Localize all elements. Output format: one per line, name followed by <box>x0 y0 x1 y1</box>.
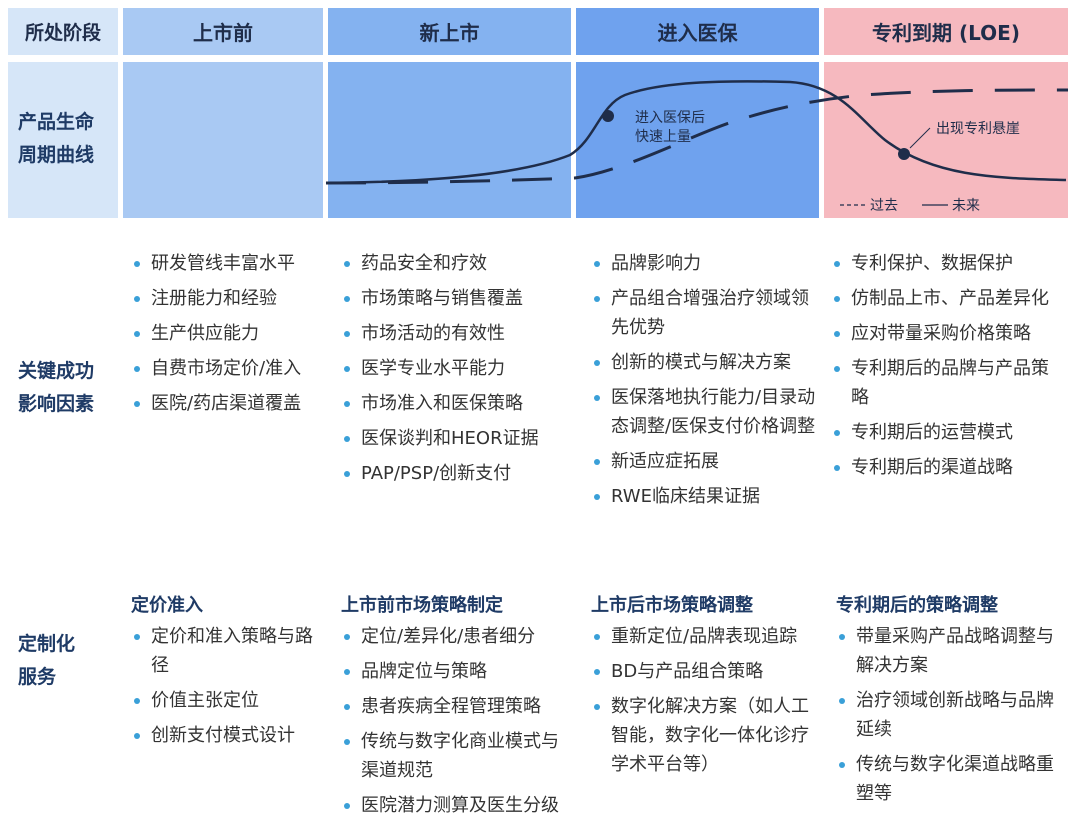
annotation-nrdl-line2: 快速上量 <box>635 129 691 145</box>
lifecycle-row-label: 产品生命 周期曲线 <box>8 106 118 172</box>
list-item: 医保谈判和HEOR证据 <box>341 424 573 453</box>
stage-header-prelaunch: 上市前 <box>123 8 323 55</box>
row-label-line: 服务 <box>18 666 57 688</box>
list-item: 定位/差异化/患者细分 <box>341 622 566 651</box>
future-curve <box>325 80 1067 185</box>
list-item: 医保落地执行能力/目录动态调整/医保支付价格调整 <box>591 383 816 441</box>
list-item: 注册能力和经验 <box>131 284 321 313</box>
list-item: 生产供应能力 <box>131 319 321 348</box>
list-item: 创新支付模式设计 <box>131 721 316 750</box>
list-item: 产品组合增强治疗领域领先优势 <box>591 284 816 342</box>
stage-header-text: 进入医保 <box>657 21 738 45</box>
service-title-loe-strategy: 专利期后的策略调整 <box>836 595 998 616</box>
factors-list-nrdl: 品牌影响力 产品组合增强治疗领域领先优势 创新的模式与解决方案 医保落地执行能力… <box>591 249 816 517</box>
stage-label-cell: 所处阶段 <box>8 8 118 55</box>
list-item: 品牌影响力 <box>591 249 816 278</box>
service-title-postlaunch-strategy: 上市后市场策略调整 <box>591 595 753 616</box>
list-item: 重新定位/品牌表现追踪 <box>591 622 816 651</box>
lifecycle-cell-loe <box>824 62 1068 218</box>
factors-list-newlaunch: 药品安全和疗效 市场策略与销售覆盖 市场活动的有效性 医学专业水平能力 市场准入… <box>341 249 573 494</box>
list-item: 研发管线丰富水平 <box>131 249 321 278</box>
list-item: 专利保护、数据保护 <box>831 249 1066 278</box>
nrdl-point-marker <box>602 110 614 122</box>
list-item: 价值主张定位 <box>131 686 316 715</box>
list-item: 药品安全和疗效 <box>341 249 573 278</box>
annotation-cliff: 出现专利悬崖 <box>936 121 1020 137</box>
services-list-postlaunch: 重新定位/品牌表现追踪 BD与产品组合策略 数字化解决方案（如人工智能，数字化一… <box>591 622 816 785</box>
list-item: 传统与数字化渠道战略重塑等 <box>836 750 1061 808</box>
list-item: BD与产品组合策略 <box>591 657 816 686</box>
stage-header-loe: 专利到期 (LOE) <box>824 8 1068 55</box>
list-item: 专利期后的渠道战略 <box>831 453 1066 482</box>
list-item: 品牌定位与策略 <box>341 657 566 686</box>
services-list-pricing: 定价和准入策略与路径 价值主张定位 创新支付模式设计 <box>131 622 316 756</box>
list-item: PAP/PSP/创新支付 <box>341 459 573 488</box>
list-item: 专利期后的运营模式 <box>831 418 1066 447</box>
service-title-prelaunch-strategy: 上市前市场策略制定 <box>341 595 503 616</box>
row-label-line: 周期曲线 <box>18 144 95 166</box>
lifecycle-cell-nrdl <box>576 62 819 218</box>
row-label-line: 定制化 <box>18 633 76 655</box>
legend-future-text: 未来 <box>952 198 980 214</box>
list-item: 专利期后的品牌与产品策略 <box>831 354 1066 412</box>
list-item: 医学专业水平能力 <box>341 354 573 383</box>
patent-cliff-marker <box>898 148 910 160</box>
factors-row-label: 关键成功 影响因素 <box>8 355 118 421</box>
list-item: 应对带量采购价格策略 <box>831 319 1066 348</box>
stage-header-text: 上市前 <box>193 21 253 45</box>
stage-header-text: 专利到期 (LOE) <box>872 21 1020 45</box>
lifecycle-cell-newlaunch <box>328 62 571 218</box>
annotation-nrdl-line1: 进入医保后 <box>635 110 705 126</box>
list-item: 市场准入和医保策略 <box>341 389 573 418</box>
list-item: 自费市场定价/准入 <box>131 354 321 383</box>
row-label-line: 产品生命 <box>18 111 95 133</box>
lifecycle-label-cell <box>8 62 118 218</box>
row-label-line: 关键成功 <box>18 360 95 382</box>
past-curve <box>325 88 1069 185</box>
factors-list-prelaunch: 研发管线丰富水平 注册能力和经验 生产供应能力 自费市场定价/准入 医院/药店渠… <box>131 249 321 424</box>
services-list-prelaunch: 定位/差异化/患者细分 品牌定位与策略 患者疾病全程管理策略 传统与数字化商业模… <box>341 622 566 826</box>
list-item: 患者疾病全程管理策略 <box>341 692 566 721</box>
legend-past-text: 过去 <box>870 198 898 214</box>
list-item: 医院/药店渠道覆盖 <box>131 389 321 418</box>
list-item: 传统与数字化商业模式与渠道规范 <box>341 727 566 785</box>
list-item: 创新的模式与解决方案 <box>591 348 816 377</box>
list-item: 医院潜力测算及医生分级 <box>341 791 566 820</box>
service-title-pricing: 定价准入 <box>131 595 203 616</box>
list-item: 市场活动的有效性 <box>341 319 573 348</box>
list-item: 治疗领域创新战略与品牌延续 <box>836 686 1061 744</box>
list-item: 带量采购产品战略调整与解决方案 <box>836 622 1061 680</box>
list-item: 定价和准入策略与路径 <box>131 622 316 680</box>
list-item: 新适应症拓展 <box>591 447 816 476</box>
list-item: RWE临床结果证据 <box>591 482 816 511</box>
factors-list-loe: 专利保护、数据保护 仿制品上市、产品差异化 应对带量采购价格策略 专利期后的品牌… <box>831 249 1066 488</box>
stage-header-nrdl: 进入医保 <box>576 8 819 55</box>
stage-header-newlaunch: 新上市 <box>328 8 571 55</box>
services-list-loe: 带量采购产品战略调整与解决方案 治疗领域创新战略与品牌延续 传统与数字化渠道战略… <box>836 622 1061 814</box>
stage-label: 所处阶段 <box>24 22 101 44</box>
annotation-cliff-pointer <box>909 127 931 149</box>
list-item: 数字化解决方案（如人工智能，数字化一体化诊疗学术平台等） <box>591 692 816 779</box>
lifecycle-cell-prelaunch <box>123 62 323 218</box>
services-row-label: 定制化 服务 <box>8 628 118 694</box>
row-label-line: 影响因素 <box>18 393 95 415</box>
list-item: 市场策略与销售覆盖 <box>341 284 573 313</box>
stage-header-text: 新上市 <box>419 21 480 45</box>
list-item: 仿制品上市、产品差异化 <box>831 284 1066 313</box>
